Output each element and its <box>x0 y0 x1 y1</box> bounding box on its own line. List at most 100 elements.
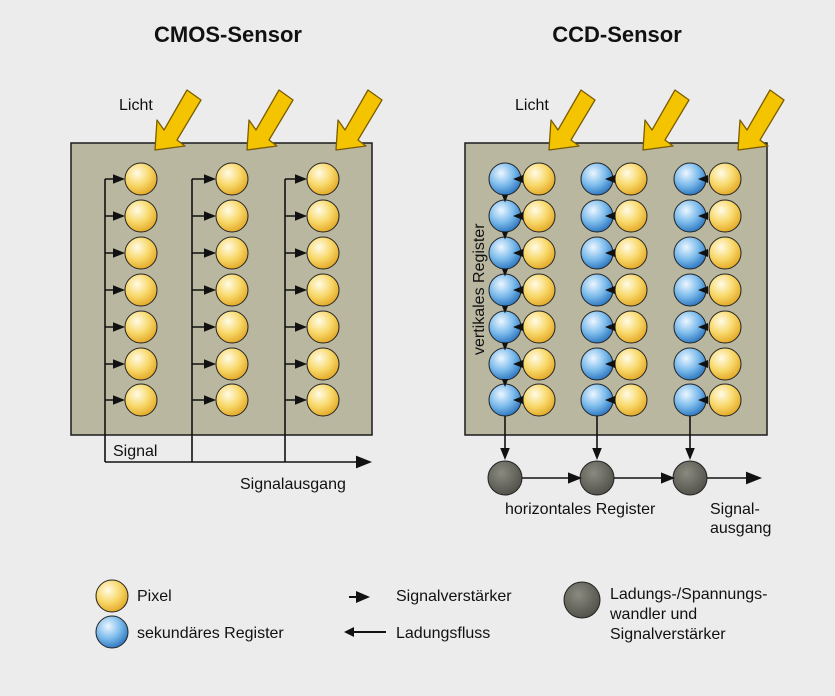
pixel <box>708 310 742 344</box>
pixel <box>522 347 556 381</box>
pixel <box>522 236 556 270</box>
ccd-vertical-flow-2 <box>501 231 509 240</box>
ccd-vertical-flow-5 <box>501 342 509 351</box>
pixel <box>306 310 340 344</box>
cmos-amplifier-2-5 <box>204 322 216 332</box>
cmos-amplifier-2-4 <box>204 285 216 295</box>
legend-charge-flow-label: Ladungsfluss <box>396 625 490 642</box>
pixel <box>306 199 340 233</box>
ccd-charge-flow-1-5 <box>513 323 523 331</box>
pixel <box>306 236 340 270</box>
ccd-charge-flow-2-5 <box>605 323 615 331</box>
pixel <box>614 383 648 417</box>
cmos-amplifier-2-7 <box>204 395 216 405</box>
converter <box>487 460 523 496</box>
pixel <box>124 347 158 381</box>
ccd-pixel-array <box>487 162 762 496</box>
ccd-vertical-register-label: vertikales Register <box>471 223 488 355</box>
cmos-amplifier-3-1 <box>295 174 307 184</box>
ccd-charge-flow-3-1 <box>698 175 708 183</box>
ccd-charge-flow-3-3 <box>698 249 708 257</box>
cmos-output-arrowhead <box>356 455 372 469</box>
legend-converter-label-line1: Ladungs-/Spannungs- <box>610 586 767 603</box>
pixel <box>124 273 158 307</box>
legend-pixel-label: Pixel <box>137 588 172 605</box>
light-arrow-5 <box>642 89 690 151</box>
pixel <box>708 236 742 270</box>
cmos-amplifier-1-6 <box>113 359 125 369</box>
ccd-drop-arrowhead-1 <box>500 448 510 460</box>
cmos-title: CMOS-Sensor <box>154 22 302 47</box>
legend-register-swatch <box>95 615 129 649</box>
pixel <box>614 162 648 196</box>
ccd-charge-flow-3-7 <box>698 396 708 404</box>
ccd-horizontal-arrowhead-2 <box>661 472 675 484</box>
pixel <box>124 236 158 270</box>
pixel <box>614 310 648 344</box>
cmos-light-label: Licht <box>119 97 153 114</box>
ccd-charge-flow-2-3 <box>605 249 615 257</box>
pixel <box>306 162 340 196</box>
cmos-amplifier-2-2 <box>204 211 216 221</box>
ccd-charge-flow-1-4 <box>513 286 523 294</box>
pixel <box>215 273 249 307</box>
legend-converter-label-line3: Signalverstärker <box>610 626 726 643</box>
ccd-charge-flow-2-4 <box>605 286 615 294</box>
pixel <box>522 273 556 307</box>
legend-amplifier-icon <box>349 591 370 603</box>
ccd-vertical-flow-3 <box>501 268 509 277</box>
pixel <box>124 383 158 417</box>
pixel <box>614 236 648 270</box>
pixel <box>215 162 249 196</box>
ccd-title: CCD-Sensor <box>552 22 682 47</box>
ccd-output-arrowhead <box>746 471 762 485</box>
legend-charge-flow-icon <box>344 627 386 637</box>
cmos-amplifier-1-3 <box>113 248 125 258</box>
ccd-charge-flow-2-1 <box>605 175 615 183</box>
ccd-charge-flow-3-6 <box>698 360 708 368</box>
ccd-charge-flow-1-6 <box>513 360 523 368</box>
cmos-signal-label: Signal <box>113 443 157 460</box>
ccd-drop-arrowhead-3 <box>685 448 695 460</box>
ccd-charge-flow-3-2 <box>698 212 708 220</box>
cmos-amplifier-3-3 <box>295 248 307 258</box>
pixel <box>124 310 158 344</box>
pixel <box>708 199 742 233</box>
light-arrows <box>154 89 785 151</box>
ccd-charge-flow-3-4 <box>698 286 708 294</box>
cmos-amplifier-3-2 <box>295 211 307 221</box>
ccd-charge-flow-3-5 <box>698 323 708 331</box>
converter <box>579 460 615 496</box>
converter <box>672 460 708 496</box>
legend: Pixel sekundäres Register Signalverstärk… <box>95 579 767 649</box>
cmos-amplifier-1-4 <box>113 285 125 295</box>
pixel <box>306 273 340 307</box>
legend-pixel-swatch <box>95 579 129 613</box>
light-arrow-4 <box>548 89 596 151</box>
pixel <box>522 199 556 233</box>
ccd-vertical-flow-4 <box>501 305 509 314</box>
ccd-vertical-flow-6 <box>501 379 509 387</box>
ccd-output-label-line1: Signal- <box>710 501 760 518</box>
ccd-drop-arrowhead-2 <box>592 448 602 460</box>
cmos-amplifier-3-6 <box>295 359 307 369</box>
cmos-output-label: Signalausgang <box>240 476 346 493</box>
light-arrow-3 <box>335 89 383 151</box>
ccd-charge-flow-2-6 <box>605 360 615 368</box>
light-arrow-1 <box>154 89 202 151</box>
legend-converter-swatch <box>563 581 601 619</box>
ccd-charge-flow-1-3 <box>513 249 523 257</box>
ccd-horizontal-arrowhead-1 <box>568 472 582 484</box>
pixel <box>522 310 556 344</box>
pixel <box>306 383 340 417</box>
cmos-amplifier-2-6 <box>204 359 216 369</box>
cmos-amplifier-1-7 <box>113 395 125 405</box>
cmos-amplifier-1-1 <box>113 174 125 184</box>
cmos-amplifier-3-7 <box>295 395 307 405</box>
ccd-charge-flow-1-1 <box>513 175 523 183</box>
cmos-amplifier-3-5 <box>295 322 307 332</box>
cmos-amplifier-1-2 <box>113 211 125 221</box>
cmos-amplifier-2-3 <box>204 248 216 258</box>
pixel <box>708 347 742 381</box>
